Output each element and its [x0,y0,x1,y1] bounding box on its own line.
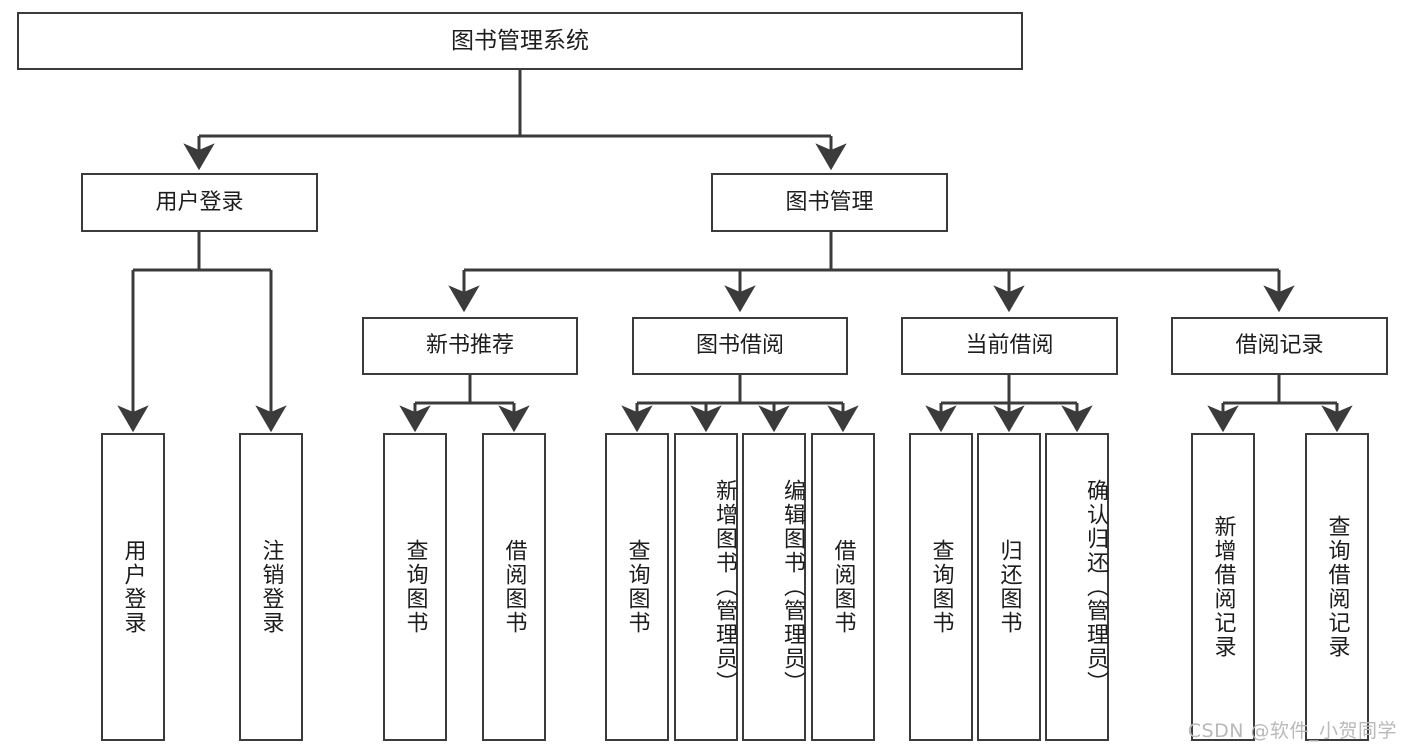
node-leaf-user-logout[interactable]: 注销登录 [239,433,303,741]
node-leaf-add-record-label: 新增借阅记录 [1210,515,1236,659]
node-leaf-query-book-1[interactable]: 查询图书 [383,433,447,741]
node-leaf-query-book-3-label: 查询图书 [928,539,954,635]
node-borrow-record[interactable]: 借阅记录 [1171,317,1388,375]
node-leaf-query-book-2-label: 查询图书 [624,539,650,635]
node-leaf-query-record[interactable]: 查询借阅记录 [1305,433,1369,741]
node-leaf-query-book-1-label: 查询图书 [402,539,428,635]
node-user-login-label: 用户登录 [155,189,244,215]
node-current-borrow-label: 当前借阅 [965,333,1054,359]
node-new-book-recommend-label: 新书推荐 [425,333,514,359]
node-leaf-query-record-label: 查询借阅记录 [1324,515,1350,659]
node-leaf-return-book[interactable]: 归还图书 [977,433,1041,741]
node-new-book-recommend[interactable]: 新书推荐 [362,317,578,375]
node-leaf-confirm-return-label: 确认归还（管理员） [1083,479,1108,695]
node-book-borrow-label: 图书借阅 [695,333,784,359]
node-user-login[interactable]: 用户登录 [81,173,318,232]
node-current-borrow[interactable]: 当前借阅 [901,317,1118,375]
node-leaf-add-book[interactable]: 新增图书（管理员） [674,433,738,741]
node-leaf-borrow-book-2[interactable]: 借阅图书 [811,433,875,741]
node-leaf-confirm-return[interactable]: 确认归还（管理员） [1045,433,1109,741]
node-leaf-return-book-label: 归还图书 [996,539,1022,635]
node-leaf-query-book-2[interactable]: 查询图书 [605,433,669,741]
csdn-watermark: CSDN @软件_小贺同学 [1187,720,1397,742]
node-book-borrow[interactable]: 图书借阅 [632,317,848,375]
node-leaf-add-book-label: 新增图书（管理员） [712,479,737,695]
node-leaf-query-book-3[interactable]: 查询图书 [909,433,973,741]
node-leaf-edit-book[interactable]: 编辑图书（管理员） [742,433,806,741]
node-book-management[interactable]: 图书管理 [711,173,948,232]
node-leaf-user-login[interactable]: 用户登录 [101,433,165,741]
node-leaf-borrow-book-1-label: 借阅图书 [501,539,527,635]
node-leaf-add-record[interactable]: 新增借阅记录 [1191,433,1255,741]
node-book-management-label: 图书管理 [785,189,874,215]
node-leaf-user-login-label: 用户登录 [120,539,146,635]
node-root-label: 图书管理系统 [451,27,589,54]
node-borrow-record-label: 借阅记录 [1235,333,1324,359]
node-root-book-management-system[interactable]: 图书管理系统 [17,12,1023,70]
node-leaf-borrow-book-2-label: 借阅图书 [830,539,856,635]
node-leaf-user-logout-label: 注销登录 [258,539,284,635]
node-leaf-borrow-book-1[interactable]: 借阅图书 [482,433,546,741]
node-leaf-edit-book-label: 编辑图书（管理员） [780,479,805,695]
